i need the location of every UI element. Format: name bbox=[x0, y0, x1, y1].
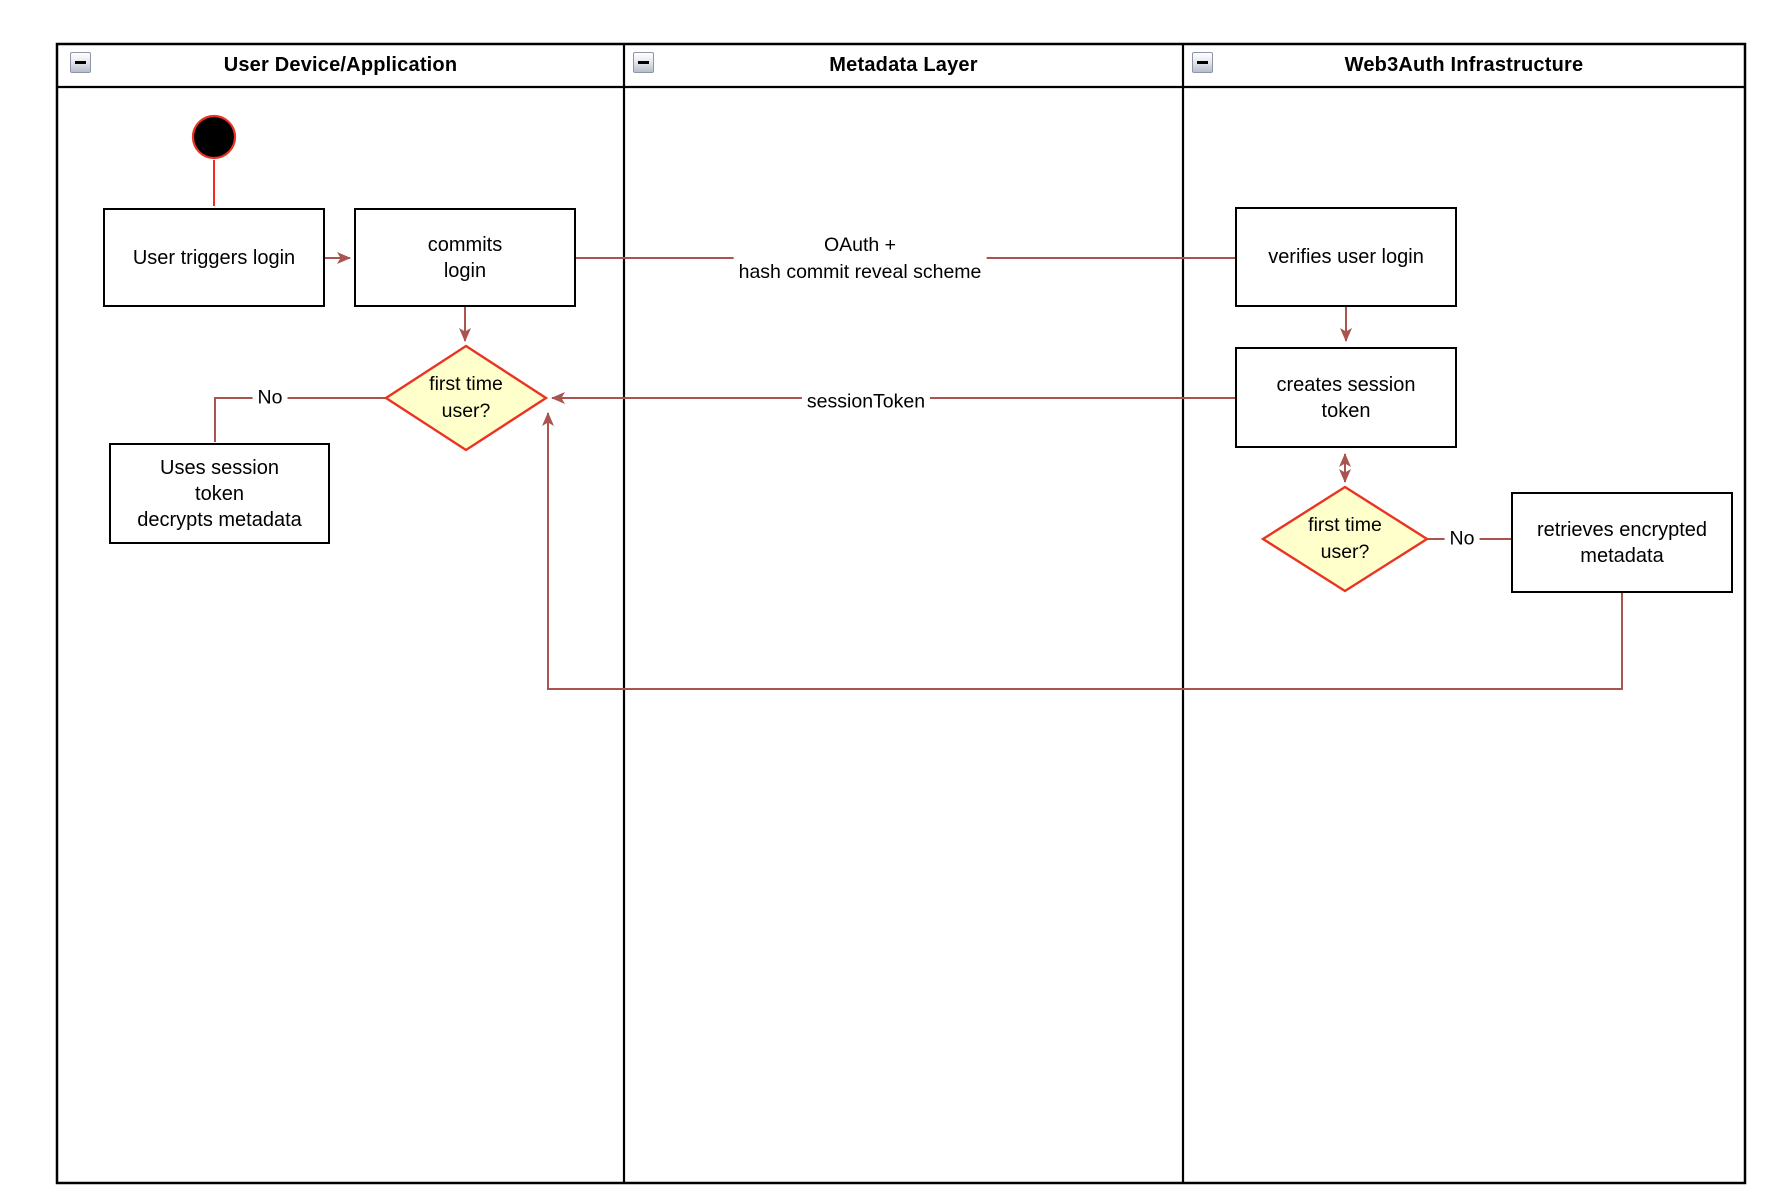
decision-label-first-time-user-web3auth: first time user? bbox=[1308, 514, 1382, 563]
node-verifies-user-login[interactable]: verifies user login bbox=[1235, 207, 1457, 307]
edge-retrieves-return-to-decision bbox=[542, 412, 1623, 690]
edge-label-no-web3auth: No bbox=[1444, 525, 1480, 553]
edge-label-oauth: OAuth + hash commit reveal scheme bbox=[733, 232, 987, 286]
lane-title-user-device: User Device/Application bbox=[223, 54, 458, 76]
collapse-lane-icon[interactable] bbox=[633, 52, 654, 73]
collapse-lane-icon[interactable] bbox=[1192, 52, 1213, 73]
node-retrieves-encrypted-metadata[interactable]: retrieves encrypted metadata bbox=[1511, 492, 1733, 593]
swimlane-pool bbox=[55, 42, 1747, 1185]
decision-label-first-time-user-device: first time user? bbox=[429, 373, 503, 422]
node-commits-login[interactable]: commits login bbox=[354, 208, 576, 307]
lane-title-web3auth: Web3Auth Infrastructure bbox=[1344, 54, 1584, 76]
node-creates-session-token[interactable]: creates session token bbox=[1235, 347, 1457, 448]
decision-first-time-user-web3auth[interactable] bbox=[1260, 485, 1430, 593]
edge-decision-no-to-uses-session bbox=[214, 397, 386, 442]
edge-label-no-device: No bbox=[252, 384, 288, 412]
start-node[interactable] bbox=[191, 114, 237, 160]
collapse-lane-icon[interactable] bbox=[70, 52, 91, 73]
lane-title-metadata-layer: Metadata Layer bbox=[829, 54, 978, 76]
node-uses-session-token[interactable]: Uses session token decrypts metadata bbox=[109, 443, 330, 544]
node-user-triggers-login[interactable]: User triggers login bbox=[103, 208, 325, 307]
edge-label-session-token: sessionToken bbox=[801, 388, 931, 416]
decision-first-time-user-device[interactable] bbox=[383, 344, 549, 452]
